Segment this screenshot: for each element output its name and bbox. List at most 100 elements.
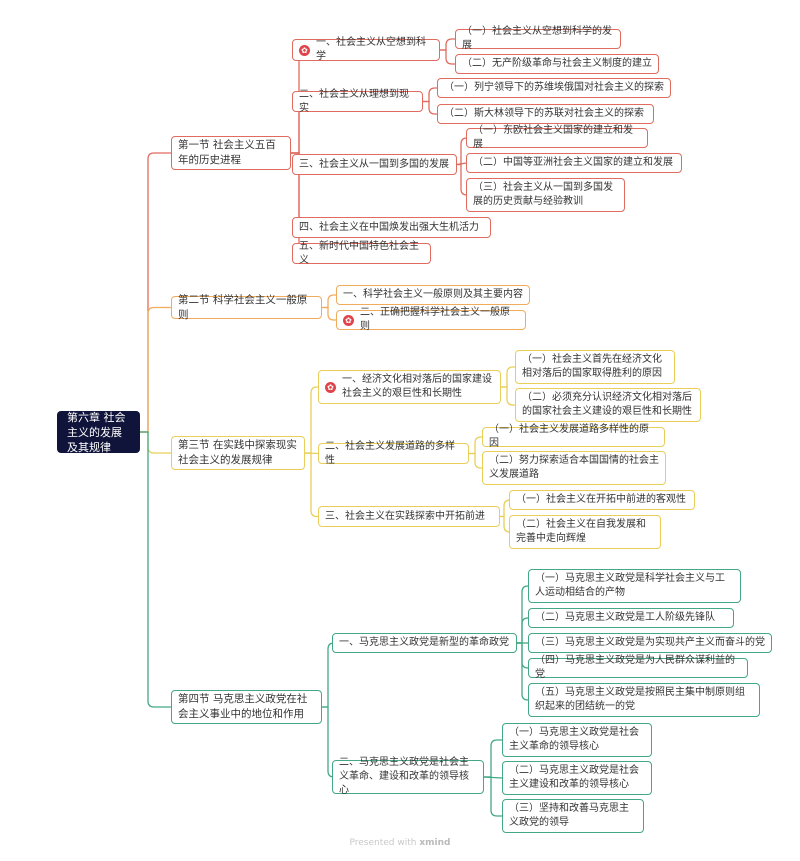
s1-t3-sub-1-label: （一）东欧社会主义国家的建立和发展	[473, 125, 633, 150]
s4-t1-sub-3[interactable]: （三）马克思主义政党是为实现共产主义而奋斗的党	[528, 633, 772, 653]
section-3-node[interactable]: 第三节 在实践中探索现实社会主义的发展规律	[171, 436, 305, 470]
s1-t1-sub-2[interactable]: （二）无产阶级革命与社会主义制度的建立	[455, 54, 659, 74]
section-4-node[interactable]: 第四节 马克思主义政党在社会主义事业中的地位和作用	[171, 690, 322, 724]
star-marker-icon: ✿	[343, 314, 354, 326]
connector-line	[517, 617, 529, 644]
s3-topic-1-node[interactable]: ✿ 一、经济文化相对落后的国家建设社会主义的艰巨性和长期性	[318, 370, 501, 404]
xmind-logo: xmind	[419, 838, 451, 848]
s1-topic-2-label: 二、社会主义从理想到现实	[299, 88, 409, 114]
s1-topic-3-label: 三、社会主义从一国到多国的发展	[299, 158, 449, 170]
s1-topic-5-label: 五、新时代中国特色社会主义	[299, 240, 419, 266]
s4-t1-sub-1-label: （一）马克思主义政党是科学社会主义与工人运动相结合的产物	[535, 573, 725, 598]
section-3-label: 第三节 在实践中探索现实社会主义的发展规律	[178, 439, 297, 466]
section-1-node[interactable]: 第一节 社会主义五百年的历史进程	[171, 136, 291, 170]
s4-t1-sub-5[interactable]: （五）马克思主义政党是按照民主集中制原则组织起来的团结统一的党	[528, 683, 760, 717]
s2-topic-1-node[interactable]: 一、科学社会主义一般原则及其主要内容	[336, 285, 530, 305]
s1-t3-sub-3-label: （三）社会主义从一国到多国发展的历史贡献与经验教训	[473, 182, 613, 207]
s4-t2-sub-3[interactable]: （三）坚持和改善马克思主义政党的领导	[502, 799, 644, 833]
star-marker-icon: ✿	[299, 44, 310, 56]
section-2-node[interactable]: 第二节 科学社会主义一般原则	[171, 294, 322, 321]
s4-t1-sub-3-label: （三）马克思主义政党是为实现共产主义而奋斗的党	[535, 637, 765, 648]
connector-line	[469, 452, 482, 469]
s4-t2-sub-2[interactable]: （二）马克思主义政党是社会主义建设和改革的领导核心	[502, 761, 652, 795]
s3-t3-sub-1[interactable]: （一）社会主义在开拓中前进的客观性	[509, 490, 695, 510]
s3-topic-1-label: 一、经济文化相对落后的国家建设社会主义的艰巨性和长期性	[342, 374, 492, 399]
connector-line	[517, 585, 529, 644]
connector-line	[484, 739, 502, 778]
s4-t1-sub-1[interactable]: （一）马克思主义政党是科学社会主义与工人运动相结合的产物	[528, 569, 741, 603]
s3-t3-sub-2[interactable]: （二）社会主义在自我发展和完善中走向辉煌	[509, 515, 661, 549]
connector-line	[469, 436, 482, 455]
s1-topic-4-node[interactable]: 四、社会主义在中国焕发出强大生机活力	[292, 217, 491, 238]
connector-line	[140, 431, 171, 708]
connector-line	[440, 49, 455, 65]
s1-topic-5-node[interactable]: 五、新时代中国特色社会主义	[292, 241, 431, 266]
connector-line	[440, 38, 455, 51]
s4-t1-sub-4-label: （四）马克思主义政党是为人民群众谋利益的党	[535, 655, 735, 680]
section-1-label: 第一节 社会主义五百年的历史进程	[178, 139, 276, 166]
s4-t1-sub-2[interactable]: （二）马克思主义政党是工人阶级先锋队	[528, 608, 734, 628]
connector-line	[501, 366, 515, 388]
s1-topic-2-node[interactable]: 二、社会主义从理想到现实	[292, 89, 423, 114]
s2-topic-1-label: 一、科学社会主义一般原则及其主要内容	[343, 289, 523, 300]
connector-line	[140, 306, 171, 433]
connector-line	[501, 386, 515, 406]
footer-watermark: Presented with xmind	[0, 838, 800, 848]
s1-t3-sub-1[interactable]: （一）东欧社会主义国家的建立和发展	[466, 125, 648, 150]
s3-t2-sub-1-label: （一）社会主义发展道路多样性的原因	[489, 424, 649, 449]
s4-t2-sub-3-label: （三）坚持和改善马克思主义政党的领导	[509, 803, 629, 828]
connector-line	[140, 152, 171, 433]
s3-t2-sub-2[interactable]: （二）努力探索适合本国国情的社会主义发展道路	[482, 451, 666, 485]
s4-t2-sub-1[interactable]: （一）马克思主义政党是社会主义革命的领导核心	[502, 723, 652, 757]
s4-t2-sub-1-label: （一）马克思主义政党是社会主义革命的领导核心	[509, 727, 639, 752]
connector-line	[322, 306, 336, 321]
s3-t1-sub-2-label: （二）必须充分认识经济文化相对落后的国家社会主义建设的艰巨性和长期性	[522, 392, 692, 417]
connector-line	[305, 452, 318, 518]
s1-t3-sub-2-label: （二）中国等亚洲社会主义国家的建立和发展	[473, 157, 673, 168]
s4-t1-sub-2-label: （二）马克思主义政党是工人阶级先锋队	[535, 612, 715, 623]
s3-topic-3-node[interactable]: 三、社会主义在实践探索中开拓前进	[318, 506, 500, 527]
connector-line	[322, 642, 335, 708]
s1-t3-sub-3[interactable]: （三）社会主义从一国到多国发展的历史贡献与经验教训	[466, 178, 625, 212]
s3-t1-sub-1[interactable]: （一）社会主义首先在经济文化相对落后的国家取得胜利的原因	[515, 350, 675, 384]
connector-line	[140, 431, 171, 454]
s1-t2-sub-1[interactable]: （一）列宁领导下的苏维埃俄国对社会主义的探索	[437, 78, 671, 98]
connector-line	[423, 87, 437, 103]
star-marker-icon: ✿	[325, 381, 336, 393]
s1-t1-sub-1[interactable]: （一）社会主义从空想到科学的发展	[455, 26, 621, 51]
s2-topic-2-node[interactable]: ✿ 二、正确把握科学社会主义一般原则	[336, 307, 526, 332]
connector-line	[322, 294, 336, 309]
s1-topic-1-label: 一、社会主义从空想到科学	[316, 37, 426, 62]
s3-t2-sub-2-label: （二）努力探索适合本国国情的社会主义发展道路	[489, 455, 659, 480]
s2-topic-2-label: 二、正确把握科学社会主义一般原则	[360, 307, 510, 332]
s1-t3-sub-2[interactable]: （二）中国等亚洲社会主义国家的建立和发展	[466, 153, 682, 173]
s4-t1-sub-5-label: （五）马克思主义政党是按照民主集中制原则组织起来的团结统一的党	[535, 687, 745, 712]
s4-topic-2-label: 二、马克思主义政党是社会主义革命、建设和改革的领导核心	[339, 757, 469, 796]
s1-topic-1-node[interactable]: ✿ 一、社会主义从空想到科学	[292, 37, 440, 62]
footer-prefix: Presented with	[349, 838, 417, 848]
section-2-label: 第二节 科学社会主义一般原则	[178, 293, 308, 321]
section-4-label: 第四节 马克思主义政党在社会主义事业中的地位和作用	[178, 693, 308, 720]
s1-t1-sub-1-label: （一）社会主义从空想到科学的发展	[462, 26, 612, 51]
s1-topic-3-node[interactable]: 三、社会主义从一国到多国的发展	[292, 154, 457, 175]
s3-t3-sub-2-label: （二）社会主义在自我发展和完善中走向辉煌	[516, 519, 646, 544]
s4-topic-1-node[interactable]: 一、马克思主义政党是新型的革命政党	[332, 633, 517, 653]
s1-topic-4-label: 四、社会主义在中国焕发出强大生机活力	[299, 221, 479, 233]
connector-line	[484, 776, 502, 817]
s3-topic-2-node[interactable]: 二、社会主义发展道路的多样性	[318, 441, 469, 466]
s3-topic-3-label: 三、社会主义在实践探索中开拓前进	[325, 510, 485, 522]
s3-t3-sub-1-label: （一）社会主义在开拓中前进的客观性	[516, 494, 686, 505]
root-topic-label: 第六章 社会主义的发展及其规律	[67, 410, 126, 454]
connector-line	[517, 642, 529, 701]
s3-topic-2-label: 二、社会主义发展道路的多样性	[325, 440, 455, 466]
s3-t1-sub-2[interactable]: （二）必须充分认识经济文化相对落后的国家社会主义建设的艰巨性和长期性	[515, 388, 701, 422]
s3-t2-sub-1[interactable]: （一）社会主义发展道路多样性的原因	[482, 424, 665, 449]
s3-t1-sub-1-label: （一）社会主义首先在经济文化相对落后的国家取得胜利的原因	[522, 354, 662, 379]
s4-topic-2-node[interactable]: 二、马克思主义政党是社会主义革命、建设和改革的领导核心	[332, 757, 484, 796]
root-topic[interactable]: 第六章 社会主义的发展及其规律	[57, 410, 140, 454]
s1-t1-sub-2-label: （二）无产阶级革命与社会主义制度的建立	[462, 58, 652, 69]
connector-line	[423, 100, 437, 115]
s4-t1-sub-4[interactable]: （四）马克思主义政党是为人民群众谋利益的党	[528, 655, 748, 680]
s1-t2-sub-2-label: （二）斯大林领导下的苏联对社会主义的探索	[444, 108, 644, 119]
s1-t2-sub-2[interactable]: （二）斯大林领导下的苏联对社会主义的探索	[437, 104, 654, 124]
